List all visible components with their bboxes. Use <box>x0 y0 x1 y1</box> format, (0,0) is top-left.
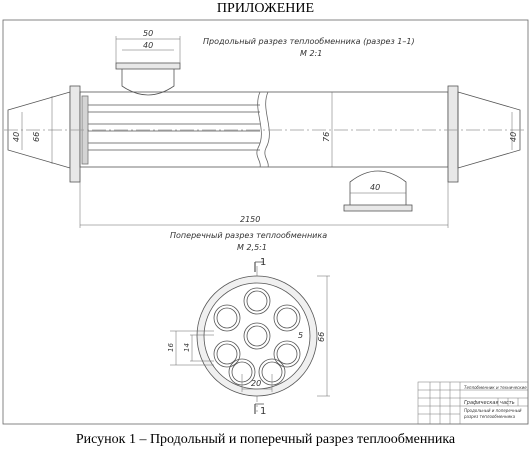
dim-tube-outer: 16 <box>167 343 175 352</box>
section-mark-bottom: 1 <box>260 406 266 417</box>
left-flange <box>69 85 81 183</box>
title-block-line4: разрез теплообменника <box>463 414 516 419</box>
tube <box>243 287 271 315</box>
tube-bore <box>216 343 238 365</box>
drawing-frame <box>2 19 529 425</box>
section-mark-top: 1 <box>260 257 266 268</box>
title-block-line3: Продольный и поперечный <box>464 408 522 413</box>
tube <box>243 322 271 350</box>
dim-shell-height: 76 <box>322 132 331 142</box>
dim-bottom-nozzle: 40 <box>370 183 380 192</box>
dim-tube-count: 5 <box>298 331 303 340</box>
dim-left-end: 40 <box>12 132 21 142</box>
right-flange <box>447 85 459 183</box>
tube <box>213 340 241 368</box>
tube-bore <box>216 307 238 329</box>
page-title: ПРИЛОЖЕНИЕ <box>216 1 315 16</box>
tube-bore <box>246 290 268 312</box>
tube-bore <box>276 307 298 329</box>
tube <box>273 340 301 368</box>
longitudinal-section <box>4 62 527 212</box>
longitudinal-title: Продольный разрез теплообменника (разрез… <box>203 37 415 46</box>
tubes <box>213 287 301 386</box>
shell-inner <box>203 282 311 390</box>
longitudinal-scale: M 2:1 <box>300 49 322 58</box>
cross-dimensions <box>170 275 330 397</box>
dim-cs-diameter: 66 <box>317 332 326 342</box>
dim-nozzle-inner: 40 <box>143 41 153 50</box>
dim-left-shell: 66 <box>32 132 41 142</box>
tube-bore <box>276 343 298 365</box>
title-block-line2: Графическая часть <box>464 400 515 406</box>
tube-bore <box>246 325 268 347</box>
shell <box>79 91 449 168</box>
bottom-nozzle-flange <box>343 204 413 212</box>
dim-tube-pitch: 20 <box>251 379 261 388</box>
tube <box>273 304 301 332</box>
right-cone <box>457 91 521 169</box>
title-block <box>417 381 529 425</box>
top-nozzle <box>121 69 175 96</box>
dim-total-length: 2150 <box>240 215 260 224</box>
bottom-nozzle <box>349 170 407 205</box>
longitudinal-dimensions <box>21 36 513 228</box>
title-block-line1: Теплобменник и технические <box>464 385 527 390</box>
tube <box>213 304 241 332</box>
cross-scale: M 2,5:1 <box>237 243 267 252</box>
dim-right-end: 40 <box>509 132 518 142</box>
cross-section <box>196 261 318 414</box>
dim-nozzle-outer: 50 <box>143 29 153 38</box>
cross-title: Поперечный разрез теплообменника <box>170 231 327 240</box>
dim-tube-inner: 14 <box>183 343 191 352</box>
top-nozzle-flange <box>115 62 181 70</box>
figure-caption: Рисунок 1 – Продольный и поперечный разр… <box>75 432 456 447</box>
